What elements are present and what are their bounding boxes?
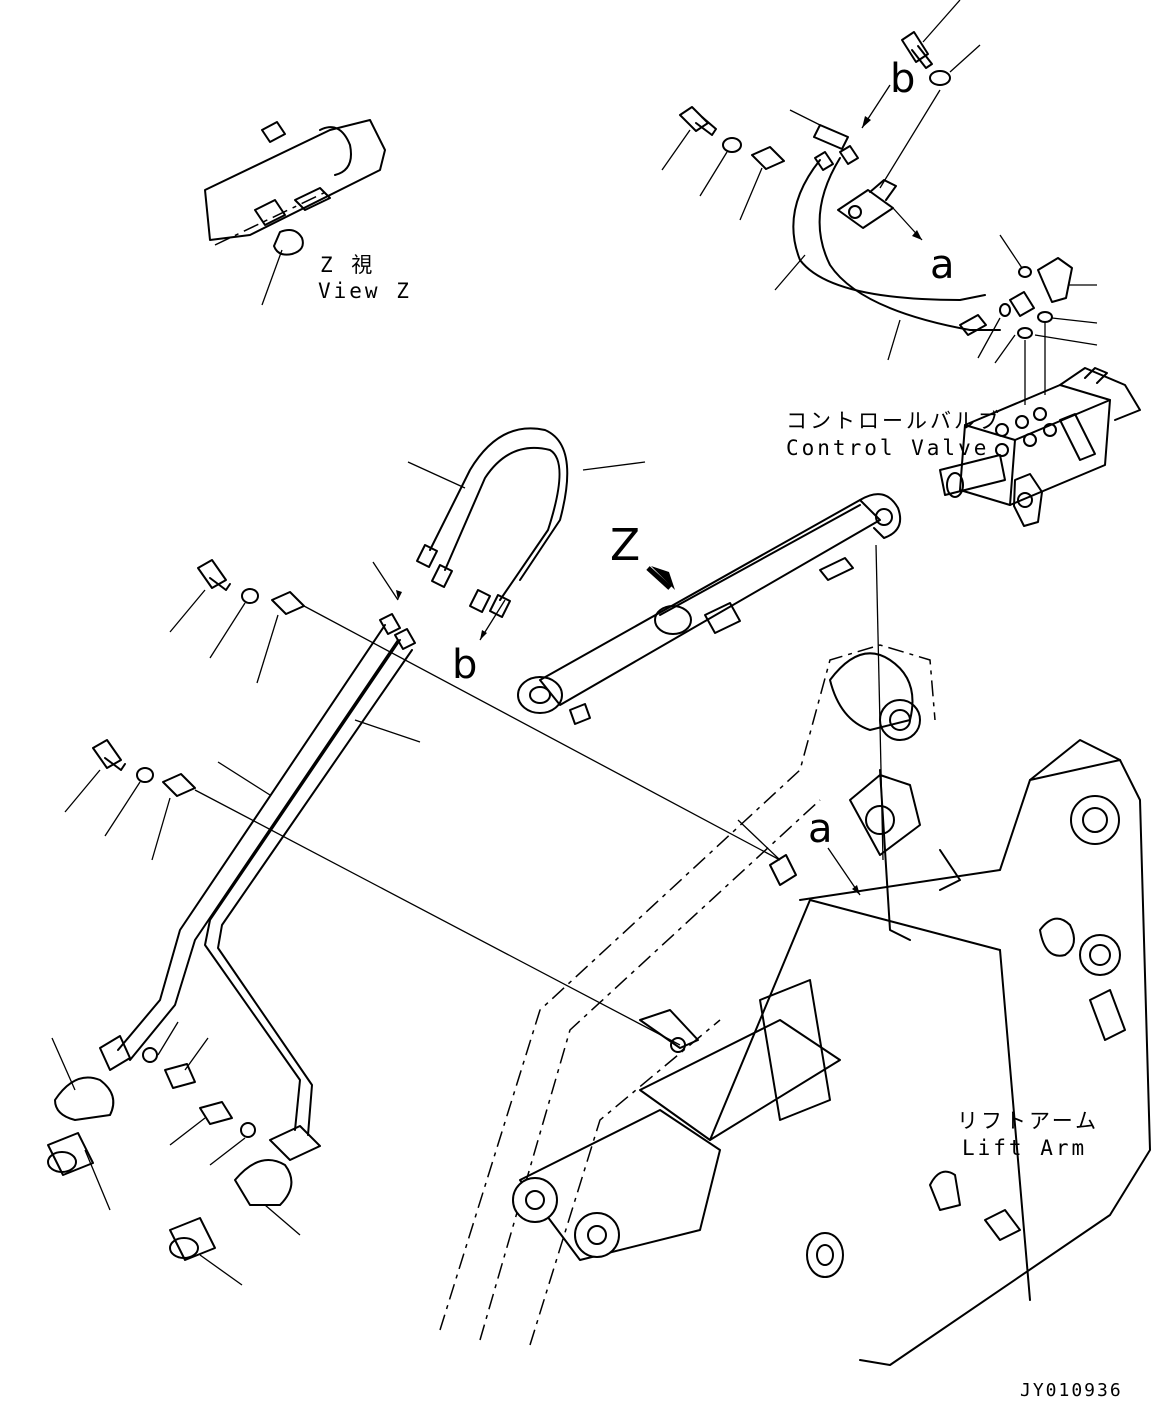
view-z-label-en: View Z (318, 279, 412, 303)
ref-a-top: a (930, 242, 955, 288)
view-z-arrow: Z (610, 520, 675, 590)
view-z-inset: Z 視 View Z (204, 119, 412, 306)
view-z-label-jp: Z 視 (320, 253, 375, 277)
ref-a-frame: a (808, 806, 833, 852)
ref-b-hose: b (452, 642, 477, 688)
control-valve-label-en: Control Valve (786, 436, 989, 460)
control-valve-label-jp: コントロールバルブ (786, 409, 1002, 433)
lift-arm-label-jp: リフトアーム (957, 1109, 1099, 1133)
lift-arm-label-en: Lift Arm (962, 1136, 1087, 1160)
hose-assembly: b (372, 427, 646, 688)
upper-pipe-assembly: b a (661, 0, 1098, 405)
lift-cylinder (517, 493, 902, 725)
drawing-code: JY010936 (1020, 1380, 1123, 1401)
arrow-z-label: Z (610, 520, 640, 571)
lower-pipe-assembly (47, 559, 781, 1286)
lift-arm-frame: a リフトアーム Lift Arm (439, 544, 1151, 1366)
ref-b-top: b (890, 56, 915, 102)
control-valve: コントロールバルブ Control Valve (786, 367, 1141, 527)
